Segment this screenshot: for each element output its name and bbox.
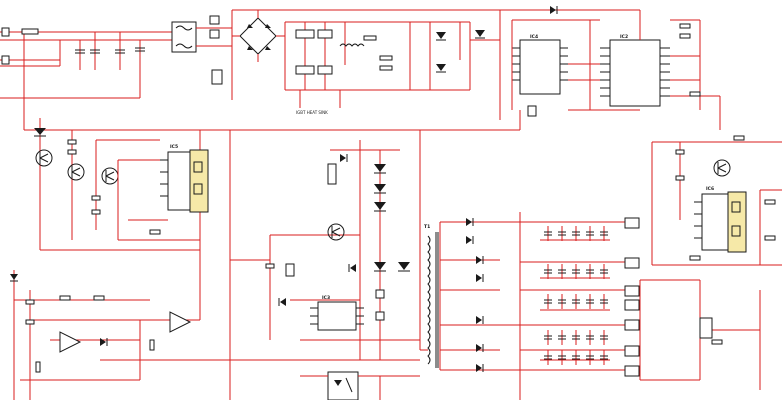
- output-connectors: [624, 217, 640, 377]
- driver-ic-1-label: IC5: [170, 144, 178, 150]
- transformer-output: T1: [424, 212, 625, 400]
- pwm-ic-label: IC4: [530, 34, 538, 40]
- opamp-section: [10, 250, 230, 400]
- driver-ic-2-label: IC6: [706, 186, 714, 192]
- heatsink-label: IGBT HEAT SINK: [296, 110, 328, 115]
- input-filter-section: [0, 15, 232, 99]
- driver-stage-left: [34, 118, 201, 251]
- timer-ic: [317, 301, 357, 331]
- gate-driver-ic-right: IC6: [651, 135, 782, 266]
- bridge-rectifier: [231, 9, 640, 100]
- power-ic-label: IC2: [620, 34, 628, 40]
- transformer-label: T1: [424, 224, 430, 230]
- output-capacitor-bank: [544, 226, 608, 365]
- timer-ic-label: IC3: [322, 295, 330, 301]
- power-ic: [609, 39, 661, 107]
- pwm-ic: [519, 39, 561, 95]
- center-timer-section: IC3: [230, 140, 420, 360]
- gate-driver-ic-left: IC5: [128, 144, 209, 235]
- dc-bus-section: [284, 21, 500, 91]
- bottom-right-block: [639, 279, 761, 390]
- control-ic-section: IC4 IC2: [499, 6, 721, 130]
- optocoupler: [300, 371, 420, 400]
